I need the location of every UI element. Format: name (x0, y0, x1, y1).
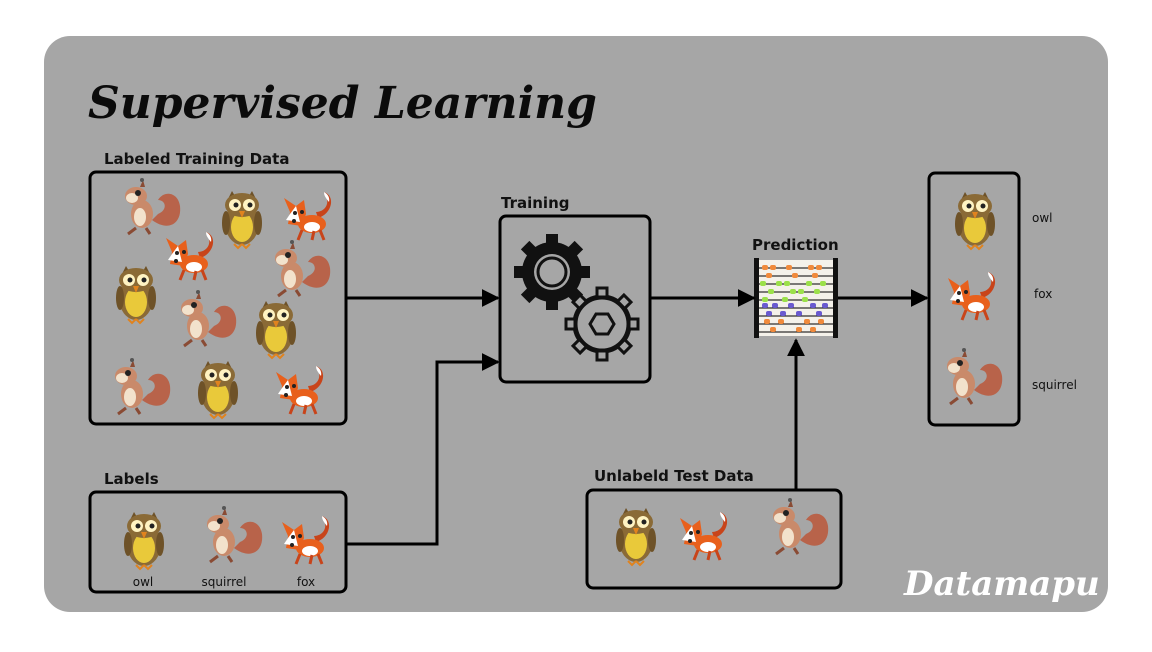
labels-heading: Labels (104, 470, 159, 488)
label-owl: owl (133, 575, 154, 589)
labels-box (88, 490, 348, 594)
gears-icon (514, 234, 640, 362)
test-data-box (585, 488, 843, 590)
label-fox: fox (297, 575, 315, 589)
label-squirrel: squirrel (202, 575, 247, 589)
output-label-fox: fox (1034, 287, 1052, 301)
output-label-squirrel: squirrel (1032, 378, 1077, 392)
arrow-labels-to-training (346, 353, 500, 546)
output-box (927, 171, 1021, 427)
test-data-heading: Unlabeld Test Data (594, 467, 754, 485)
page-title: Supervised Learning (88, 78, 597, 129)
output-label-owl: owl (1032, 211, 1053, 225)
abacus-icon (753, 257, 839, 339)
training-heading: Training (501, 194, 569, 212)
prediction-heading: Prediction (752, 236, 839, 254)
watermark-logo: Datamapu (903, 564, 1100, 604)
training-data-heading: Labeled Training Data (104, 150, 289, 168)
